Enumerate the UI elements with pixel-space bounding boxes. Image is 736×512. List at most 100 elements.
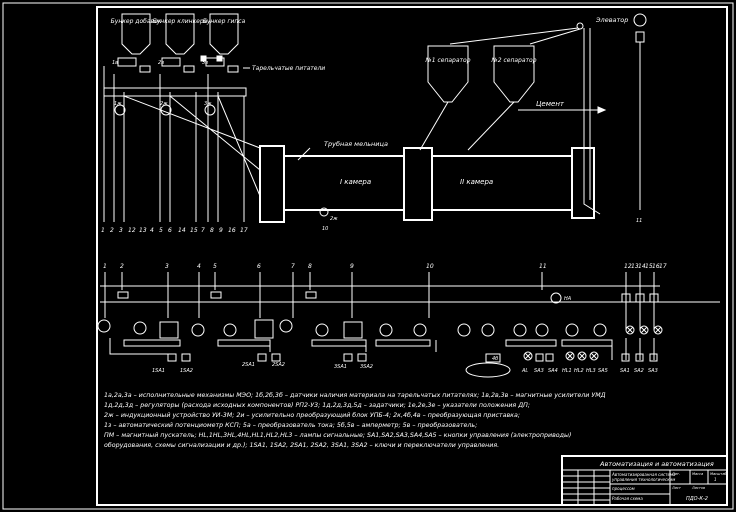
svg-text:5: 5 xyxy=(213,263,217,270)
legend-notes: 1а,2а,3а – исполнительные механизмы МЭО;… xyxy=(104,391,724,451)
relay-box xyxy=(305,291,317,299)
gate-marker xyxy=(216,55,223,62)
instrument xyxy=(513,323,527,337)
gate-marker xyxy=(200,55,207,62)
instrument-3v xyxy=(204,104,216,116)
drawing-code: ПДО-К-2 xyxy=(686,496,708,502)
svg-text:17: 17 xyxy=(659,263,667,270)
svg-text:14: 14 xyxy=(178,227,186,234)
svg-text:7: 7 xyxy=(291,263,295,270)
key-switch xyxy=(271,353,281,362)
instrument-10 xyxy=(319,207,329,217)
mill-partition xyxy=(403,147,433,221)
cement-arrow xyxy=(597,106,607,114)
chamber-1-label: I камера xyxy=(340,178,371,186)
svg-text:AL: AL xyxy=(521,368,528,374)
button xyxy=(635,353,644,362)
switch-box xyxy=(635,293,645,303)
tag-2v: 2в xyxy=(158,60,164,66)
instrument-1z xyxy=(97,319,111,333)
title-row: Автоматизированная система xyxy=(611,472,676,477)
tag-3zh: 3ж xyxy=(204,101,212,107)
svg-text:6: 6 xyxy=(168,227,172,234)
svg-text:15: 15 xyxy=(645,263,653,270)
cell-value: 1 xyxy=(714,477,717,482)
svg-text:2: 2 xyxy=(110,227,114,234)
svg-text:HL1: HL1 xyxy=(562,368,572,374)
svg-text:3: 3 xyxy=(165,263,169,270)
legend-line: 1з – автоматический потенциометр КСП; 5а… xyxy=(104,422,478,429)
tag-1zh: 1ж xyxy=(114,101,122,107)
instrument xyxy=(223,323,237,337)
feeder-2 xyxy=(161,57,181,67)
svg-text:3SA1: 3SA1 xyxy=(334,364,347,370)
sensor-2b xyxy=(183,65,195,73)
relay-box xyxy=(117,291,129,299)
svg-text:3: 3 xyxy=(119,227,123,234)
instrument xyxy=(565,323,579,337)
mill-label: Трубная мельница xyxy=(324,140,388,148)
title-row: Рабочая схема xyxy=(612,496,643,501)
cell-label: Масса xyxy=(692,472,703,476)
separator-1: №1 сепаратор xyxy=(424,45,471,103)
legend-line: оборудования, схемы сигнализации и др.);… xyxy=(104,442,500,449)
svg-text:7: 7 xyxy=(201,227,205,234)
cement-label: Цемент xyxy=(536,100,565,108)
svg-text:5: 5 xyxy=(159,227,163,234)
sensor-3b xyxy=(227,65,239,73)
instrument xyxy=(315,323,329,337)
alarm-horn xyxy=(550,292,562,304)
bunker-label-3: Бункер гипса xyxy=(203,18,246,25)
svg-text:2SA1: 2SA1 xyxy=(242,362,255,368)
svg-text:1: 1 xyxy=(103,263,107,270)
instrument xyxy=(279,319,293,333)
title-row: управления технологическим xyxy=(611,477,675,482)
svg-text:SA2: SA2 xyxy=(634,368,644,374)
instrument xyxy=(593,323,607,337)
svg-text:2SA2: 2SA2 xyxy=(272,362,285,368)
title-block: Автоматизация и автоматизация Автоматизи… xyxy=(561,455,728,506)
feeder-1 xyxy=(117,57,137,67)
cell-label: Масштаб xyxy=(710,472,727,476)
cell-label: Лит. xyxy=(671,472,680,476)
svg-text:16: 16 xyxy=(228,227,236,234)
switch-box xyxy=(649,293,659,303)
instrument xyxy=(191,323,205,337)
tag-1v: 1в xyxy=(112,60,118,66)
svg-text:4: 4 xyxy=(197,263,201,270)
tag-2zh-mill: 2ж xyxy=(330,216,338,222)
control-panel-diagram: 1 2 3 4 5 6 7 8 9 10 11 12 13 14 15 16 1… xyxy=(97,263,720,378)
sensor-1b xyxy=(139,65,151,73)
key-switch xyxy=(357,353,367,362)
svg-text:13: 13 xyxy=(631,263,639,270)
svg-text:8: 8 xyxy=(210,227,214,234)
svg-text:SA3: SA3 xyxy=(648,368,658,374)
svg-text:10: 10 xyxy=(426,263,434,270)
mill-chamber-2 xyxy=(431,155,573,211)
button xyxy=(545,353,554,362)
signal-lamps xyxy=(523,325,663,361)
svg-text:8: 8 xyxy=(308,263,312,270)
instrument xyxy=(457,323,471,337)
valve-drive xyxy=(465,362,511,378)
switch-box xyxy=(621,293,631,303)
sheet-title: Автоматизация и автоматизация xyxy=(599,460,714,468)
instrument-1v xyxy=(114,104,126,116)
svg-text:1: 1 xyxy=(101,227,105,234)
button xyxy=(649,353,658,362)
bunker-additives: Бункер добавок xyxy=(111,13,162,55)
label-4b: 4б xyxy=(492,356,498,362)
button xyxy=(621,353,630,362)
key-switch xyxy=(167,353,177,362)
tag-10: 10 xyxy=(322,226,328,232)
svg-text:1SA2: 1SA2 xyxy=(180,368,193,374)
mill-end-left xyxy=(259,145,285,223)
legend-line: ПМ – магнитный пускатель; HL,1HL,3HL,4HL… xyxy=(104,432,572,439)
cell-label: Листов xyxy=(691,486,705,490)
svg-text:2: 2 xyxy=(120,263,124,270)
legend-line: 1а,2а,3а – исполнительные механизмы МЭО;… xyxy=(104,392,606,399)
svg-text:14: 14 xyxy=(638,263,646,270)
svg-text:11: 11 xyxy=(539,263,547,270)
